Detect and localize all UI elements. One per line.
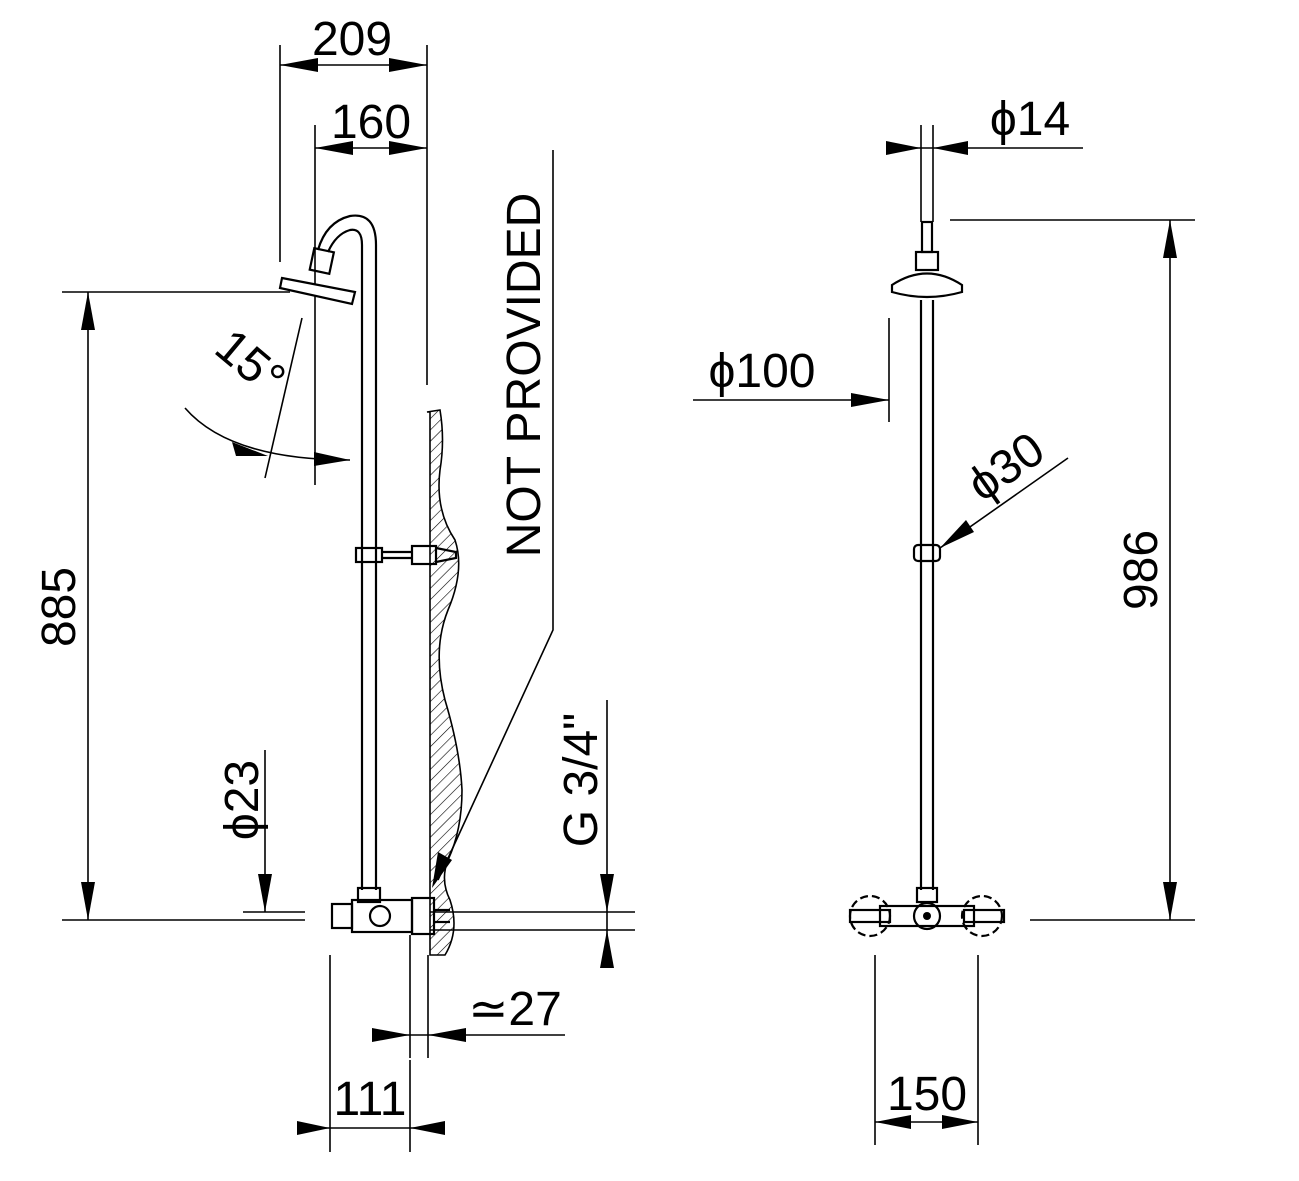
dim-label-phi100: ϕ100 [709,345,816,398]
dimension-986: 986 [950,219,1195,921]
dimension-885: 885 [33,291,305,921]
dim-label-connection: G 3/4" [555,713,608,847]
dimension-phi30: ϕ30 [939,423,1069,549]
dimension-111: 111 [297,955,445,1152]
dimension-150: 150 [874,955,979,1145]
shower-head-front [890,272,964,299]
wall-note-label: NOT PROVIDED [498,193,551,558]
dimension-angle: 15° [184,317,351,479]
dimension-phi100: ϕ100 [693,318,890,422]
dim-label-111: 111 [334,1073,407,1126]
wall-section [426,409,463,956]
dimension-pipe-diameter: ϕ23 [216,750,305,913]
dimension-160: 160 [314,96,427,485]
dim-label-phi23: ϕ23 [216,760,269,840]
dim-label-27: ≃27 [468,983,562,1036]
dim-label-phi14: ϕ14 [990,93,1070,146]
dimension-phi14: ϕ14 [886,93,1083,222]
front-view: ϕ14 ϕ100 ϕ30 986 [693,93,1195,1145]
dim-label-160: 160 [331,96,411,149]
mixer-front [848,886,1006,938]
dim-label-phi30: ϕ30 [958,423,1054,512]
dimension-wall-offset: ≃27 [372,935,565,1058]
wall-note: NOT PROVIDED [432,150,554,888]
dimension-connection: G 3/4" [430,700,635,968]
dimension-209: 209 [279,13,428,385]
dim-label-885: 885 [33,567,86,647]
dim-label-150: 150 [887,1068,967,1121]
dim-label-209: 209 [312,13,392,66]
shower-riser [278,214,458,936]
side-view: 209 160 [33,13,635,1152]
shower-head-side [278,276,357,306]
dim-label-986: 986 [1115,530,1168,610]
dim-label-angle: 15° [205,319,295,406]
